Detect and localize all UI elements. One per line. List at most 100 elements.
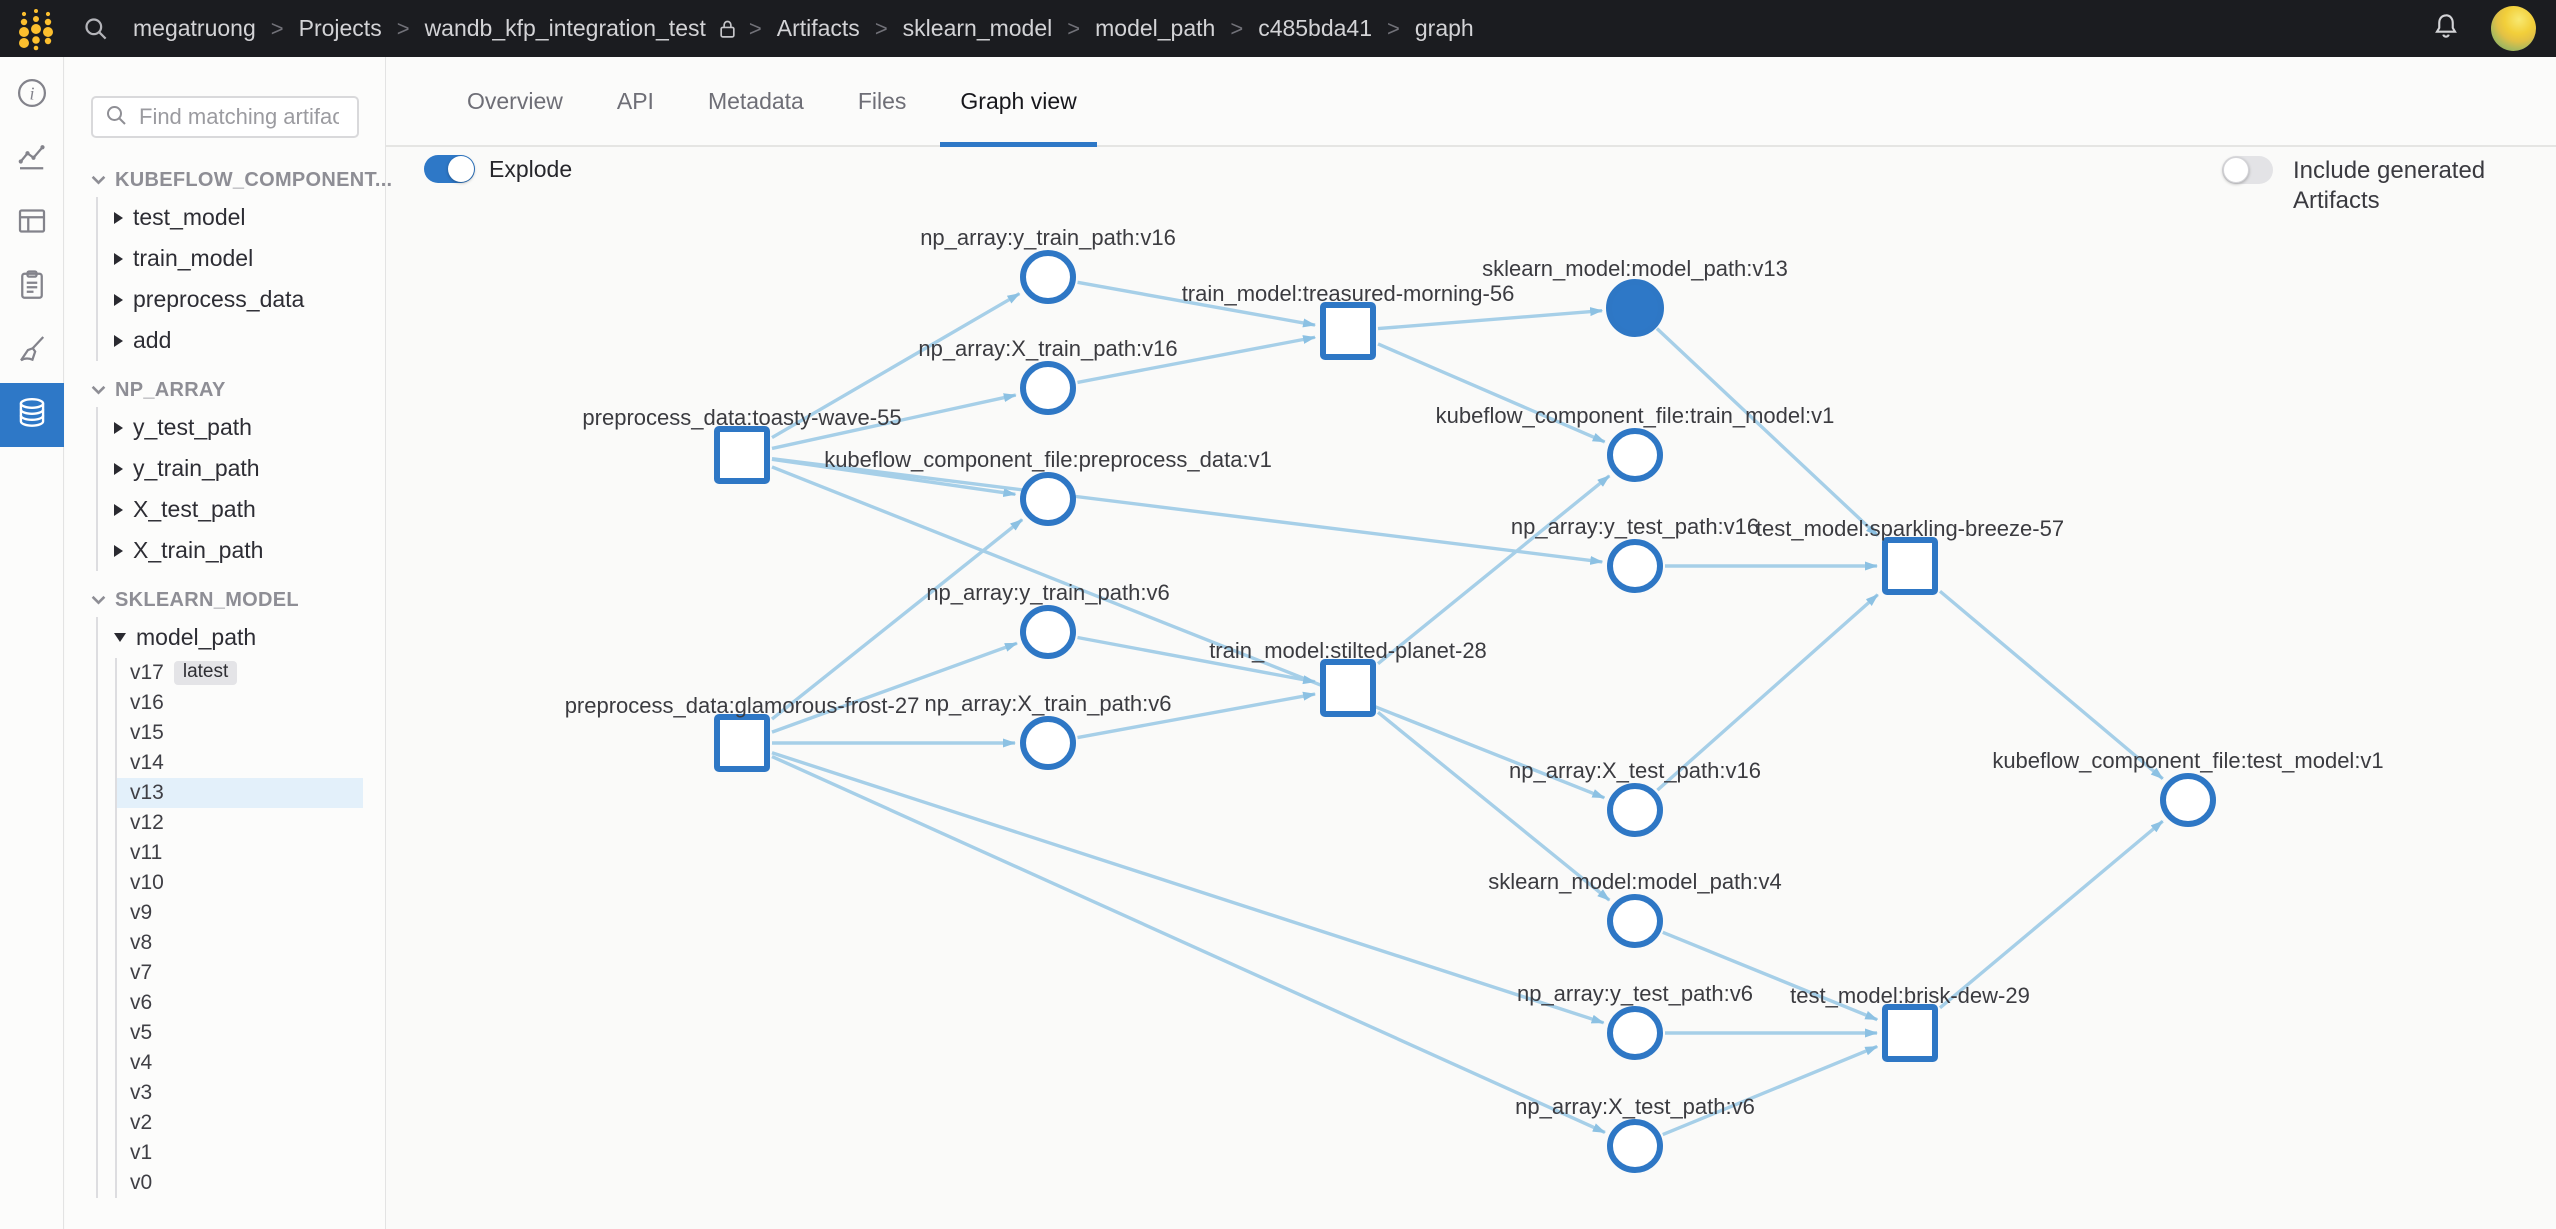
version-row-v12[interactable]: v12	[117, 808, 363, 838]
version-row-v3[interactable]: v3	[117, 1078, 363, 1108]
graph-node-y_test6-artifact[interactable]	[1607, 1006, 1663, 1060]
version-row-v9[interactable]: v9	[117, 898, 363, 928]
artifact-search-input[interactable]	[137, 103, 341, 131]
graph-node-label: test_model:brisk-dew-29	[1790, 983, 2030, 1008]
graph-node-label: np_array:X_test_path:v16	[1509, 758, 1761, 783]
rail-item-artifacts[interactable]	[0, 383, 64, 447]
version-row-v8[interactable]: v8	[117, 928, 363, 958]
breadcrumb-item[interactable]: Projects	[298, 15, 382, 41]
graph-node-y_test16-artifact[interactable]	[1607, 539, 1663, 593]
tree-item-X_test_path[interactable]: X_test_path	[98, 489, 385, 530]
tree-item-train_model[interactable]: train_model	[98, 238, 385, 279]
artifacts-icon	[13, 393, 51, 438]
breadcrumb-item[interactable]: sklearn_model	[902, 15, 1053, 41]
caret-right-icon	[114, 293, 123, 306]
graph-node-label: np_array:y_test_path:v6	[1517, 981, 1753, 1006]
explode-toggle[interactable]	[424, 155, 475, 183]
rail-item-reports[interactable]	[0, 255, 64, 319]
graph-node-stilted-run[interactable]	[1320, 659, 1376, 717]
rail-item-sweeps[interactable]	[0, 319, 64, 383]
version-label: v5	[130, 1021, 153, 1044]
tree-item-add[interactable]: add	[98, 320, 385, 361]
info-icon: i	[14, 75, 50, 116]
left-icon-rail: i	[0, 57, 64, 1229]
rail-item-info[interactable]: i	[0, 63, 64, 127]
tree-item-model_path[interactable]: model_path	[98, 617, 385, 658]
nav-search-icon[interactable]	[82, 15, 109, 42]
breadcrumb-item[interactable]: graph	[1414, 15, 1474, 41]
artifact-search-box[interactable]	[91, 96, 359, 138]
graph-node-model4-artifact[interactable]	[1607, 894, 1663, 948]
tree-section-label: KUBEFLOW_COMPONENT...	[115, 168, 393, 191]
graph-node-brisk-run[interactable]	[1882, 1004, 1938, 1062]
version-row-v2[interactable]: v2	[117, 1108, 363, 1138]
tab-overview[interactable]: Overview	[467, 87, 563, 114]
graph-node-model13-artifact[interactable]	[1606, 279, 1664, 337]
version-row-v13[interactable]: v13	[117, 778, 363, 808]
toggle-knob	[448, 156, 474, 182]
version-row-v15[interactable]: v15	[117, 718, 363, 748]
version-row-v1[interactable]: v1	[117, 1138, 363, 1168]
edge-stilted-to-tm_file	[1376, 474, 1611, 665]
rail-item-charts[interactable]	[0, 127, 64, 191]
graph-node-y_train16-artifact[interactable]	[1020, 250, 1076, 304]
lock-icon	[719, 19, 736, 39]
version-row-v6[interactable]: v6	[117, 988, 363, 1018]
include-generated-artifacts-toggle[interactable]	[2222, 156, 2273, 184]
tree-section-header[interactable]: NP_ARRAY	[65, 373, 385, 407]
graph-node-toasty-run[interactable]	[714, 426, 770, 484]
breadcrumb-item[interactable]: Artifacts	[776, 15, 860, 41]
caret-right-icon	[114, 334, 123, 347]
rail-item-tables[interactable]	[0, 191, 64, 255]
breadcrumb-separator: >	[874, 15, 888, 41]
tab-files[interactable]: Files	[857, 87, 907, 114]
tree-item-y_train_path[interactable]: y_train_path	[98, 448, 385, 489]
graph-node-y_train6-artifact[interactable]	[1020, 605, 1076, 659]
graph-node-X_test16-artifact[interactable]	[1607, 783, 1663, 837]
tree-item-preprocess_data[interactable]: preprocess_data	[98, 279, 385, 320]
version-row-v11[interactable]: v11	[117, 838, 363, 868]
wandb-logo-icon[interactable]	[16, 7, 56, 51]
version-row-v14[interactable]: v14	[117, 748, 363, 778]
graph-node-label: np_array:y_test_path:v16	[1511, 514, 1759, 539]
tree-item-X_train_path[interactable]: X_train_path	[98, 530, 385, 571]
edge-treasured-to-tm_file	[1377, 342, 1606, 444]
version-row-v0[interactable]: v0	[117, 1168, 363, 1198]
graph-node-test_file-artifact[interactable]	[2160, 773, 2216, 827]
breadcrumb-item[interactable]: megatruong	[133, 15, 256, 41]
tab-api[interactable]: API	[616, 87, 654, 114]
graph-node-X_train16-artifact[interactable]	[1020, 361, 1076, 415]
tab-graph-view[interactable]: Graph view	[940, 57, 1098, 147]
tab-metadata[interactable]: Metadata	[707, 87, 804, 114]
tree-item-label: y_test_path	[133, 414, 252, 440]
graph-node-tm_file-artifact[interactable]	[1607, 428, 1663, 482]
version-row-v5[interactable]: v5	[117, 1018, 363, 1048]
chevron-down-icon	[91, 595, 106, 605]
notifications-bell-icon[interactable]	[2431, 11, 2461, 46]
version-row-v4[interactable]: v4	[117, 1048, 363, 1078]
breadcrumb-item[interactable]: wandb_kfp_integration_test	[424, 15, 706, 41]
breadcrumb-item[interactable]: model_path	[1095, 15, 1216, 41]
graph-node-X_train6-artifact[interactable]	[1020, 716, 1076, 770]
breadcrumb-separator: >	[1230, 15, 1244, 41]
graph-node-treasured-run[interactable]	[1320, 302, 1376, 360]
user-avatar[interactable]	[2491, 6, 2536, 51]
graph-node-glamorous-run[interactable]	[714, 714, 770, 772]
graph-node-label: sklearn_model:model_path:v13	[1482, 256, 1788, 281]
tree-item-y_test_path[interactable]: y_test_path	[98, 407, 385, 448]
tree-item-test_model[interactable]: test_model	[98, 197, 385, 238]
graph-node-pp_file-artifact[interactable]	[1020, 472, 1076, 526]
lineage-graph: np_array:y_train_path:v16train_model:tre…	[565, 225, 2384, 1173]
graph-node-label: kubeflow_component_file:preprocess_data:…	[824, 447, 1272, 472]
tree-section-header[interactable]: SKLEARN_MODEL	[65, 583, 385, 617]
graph-node-sparkling-run[interactable]	[1882, 537, 1938, 595]
version-row-v7[interactable]: v7	[117, 958, 363, 988]
version-row-v10[interactable]: v10	[117, 868, 363, 898]
tree-section-header[interactable]: KUBEFLOW_COMPONENT...	[65, 163, 392, 197]
version-row-v16[interactable]: v16	[117, 688, 363, 718]
breadcrumb-item[interactable]: c485bda41	[1258, 15, 1373, 41]
graph-node-X_test6-artifact[interactable]	[1607, 1119, 1663, 1173]
